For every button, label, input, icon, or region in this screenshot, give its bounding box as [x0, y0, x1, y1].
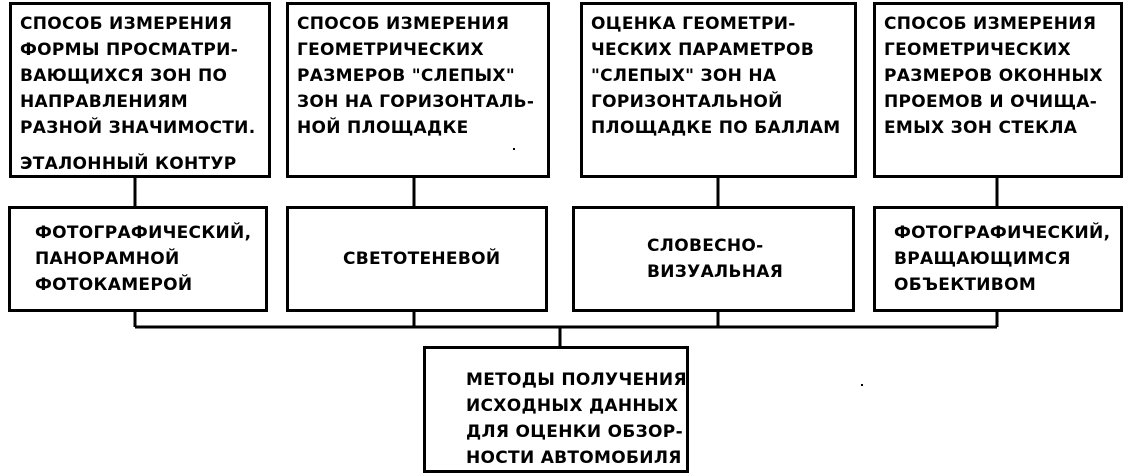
box-text-line: МЕТОДЫ ПОЛУЧЕНИЯ [466, 370, 687, 390]
scan-speck [513, 148, 515, 150]
mid-box-verbal-visual: СЛОВЕСНО- ВИЗУАЛЬНАЯ [572, 206, 855, 312]
box-text-line: НАПРАВЛЕНИЯМ [20, 92, 188, 112]
top-box-blind-zones-score: ОЦЕНКА ГЕОМЕТРИ- ЧЕСКИХ ПАРАМЕТРОВ "СЛЕП… [580, 2, 857, 178]
box-text-line: "СЛЕПЫХ" ЗОН НА [591, 66, 777, 86]
box-text-line: ВАЮЩИХСЯ ЗОН ПО [20, 66, 228, 86]
top-box-form-measurement: СПОСОБ ИЗМЕРЕНИЯ ФОРМЫ ПРОСМАТРИ- ВАЮЩИХ… [9, 2, 271, 178]
box-text-line: СПОСОБ ИЗМЕРЕНИЯ [20, 14, 233, 34]
box-text-line: ИСХОДНЫХ ДАННЫХ [466, 396, 679, 416]
box-text-line: ГОРИЗОНТАЛЬНОЙ [591, 92, 783, 112]
box-text-line: ФОТОГРАФИЧЕСКИЙ, [35, 223, 252, 243]
bottom-box-data-acquisition-methods: МЕТОДЫ ПОЛУЧЕНИЯ ИСХОДНЫХ ДАННЫХ ДЛЯ ОЦЕ… [423, 346, 689, 473]
top-box-window-openings: СПОСОБ ИЗМЕРЕНИЯ ГЕОМЕТРИЧЕСКИХ РАЗМЕРОВ… [873, 2, 1123, 178]
box-text-line: РАЗМЕРОВ "СЛЕПЫХ" [297, 66, 515, 86]
box-text-line: ФОТОКАМЕРОЙ [35, 275, 193, 295]
box-text-line: ФОТОГРАФИЧЕСКИЙ, [894, 223, 1111, 243]
box-text-line-reference-contour: ЭТАЛОННЫЙ КОНТУР [20, 154, 237, 174]
box-text-line: ВИЗУАЛЬНАЯ [647, 262, 784, 282]
box-text-line: СПОСОБ ИЗМЕРЕНИЯ [297, 14, 510, 34]
box-text-line: НОСТИ АВТОМОБИЛЯ [466, 448, 682, 468]
box-text-line: ВРАЩАЮЩИМСЯ [894, 249, 1071, 269]
box-text-line: ФОРМЫ ПРОСМАТРИ- [20, 40, 239, 60]
scan-speck [861, 384, 863, 386]
box-text-line: ОБЪЕКТИВОМ [894, 275, 1037, 295]
box-text-line: ГЕОМЕТРИЧЕСКИХ [297, 40, 484, 60]
box-text-line: ПАНОРАМНОЙ [35, 249, 180, 269]
box-text-line: РАЗНОЙ ЗНАЧИМОСТИ. [20, 118, 256, 138]
box-text-line: ЧЕСКИХ ПАРАМЕТРОВ [591, 40, 815, 60]
mid-box-photographic-rotating: ФОТОГРАФИЧЕСКИЙ, ВРАЩАЮЩИМСЯ ОБЪЕКТИВОМ [873, 206, 1123, 312]
box-text-line: ЕМЫХ ЗОН СТЕКЛА [884, 118, 1078, 138]
mid-box-shadow-method: СВЕТОТЕНЕВОЙ [286, 206, 548, 312]
box-text-line: ОЦЕНКА ГЕОМЕТРИ- [591, 14, 796, 34]
box-text-line: РАЗМЕРОВ ОКОННЫХ [884, 66, 1103, 86]
box-text-line: НОЙ ПЛОЩАДКЕ [297, 118, 469, 138]
box-text-line: ДЛЯ ОЦЕНКИ ОБЗОР- [466, 422, 683, 442]
box-text-line: ГЕОМЕТРИЧЕСКИХ [884, 40, 1071, 60]
box-text-line: ПЛОЩАДКЕ ПО БАЛЛАМ [591, 118, 841, 138]
box-text-line: ПРОЕМОВ И ОЧИЩА- [884, 92, 1098, 112]
box-text-line: СЛОВЕСНО- [647, 236, 764, 256]
top-box-blind-zones-size: СПОСОБ ИЗМЕРЕНИЯ ГЕОМЕТРИЧЕСКИХ РАЗМЕРОВ… [286, 2, 550, 178]
box-text-line: ЗОН НА ГОРИЗОНТАЛЬ- [297, 92, 535, 112]
mid-box-photographic-panoramic: ФОТОГРАФИЧЕСКИЙ, ПАНОРАМНОЙ ФОТОКАМЕРОЙ [8, 206, 268, 312]
box-text-line: СВЕТОТЕНЕВОЙ [343, 249, 501, 269]
box-text-line: СПОСОБ ИЗМЕРЕНИЯ [884, 14, 1097, 34]
